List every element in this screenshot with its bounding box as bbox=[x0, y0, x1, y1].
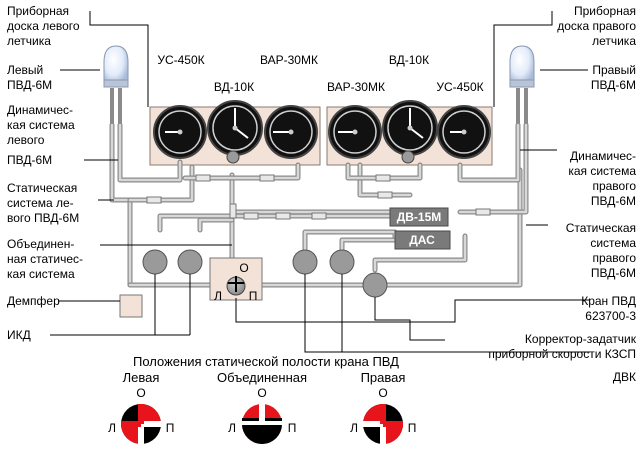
label-right-stat: Статическая система правого ПВД-6М bbox=[566, 221, 637, 280]
svg-text:П: П bbox=[288, 421, 297, 435]
svg-text:Корректор-задатчик: Корректор-задатчик bbox=[525, 332, 637, 346]
label-right-panel: Приборная доска правого летчика bbox=[557, 4, 636, 48]
svg-text:Правая: Правая bbox=[361, 370, 406, 385]
svg-text:Динамичес-: Динамичес- bbox=[7, 103, 73, 117]
svg-text:Объединенная: Объединенная bbox=[217, 370, 307, 385]
legend-position-right: Правая О Л П bbox=[350, 370, 416, 444]
pipe-fittings bbox=[146, 174, 491, 220]
valve-label-p: П bbox=[249, 289, 258, 303]
legend-title: Положения статической полости крана ПВД bbox=[133, 354, 399, 369]
label-left-stat: Статическая система ле- вого ПВД-6М bbox=[7, 181, 79, 225]
svg-text:Статическая: Статическая bbox=[566, 221, 636, 235]
svg-text:Правый: Правый bbox=[592, 63, 636, 77]
das-label: ДАС bbox=[409, 233, 435, 247]
gauge-us450k-left bbox=[153, 105, 207, 159]
svg-text:Л: Л bbox=[108, 421, 116, 435]
svg-text:кая система: кая система bbox=[7, 118, 75, 132]
svg-text:Кран ПВД: Кран ПВД bbox=[581, 294, 636, 308]
legend-position-combined: Объединенная О Л П bbox=[217, 370, 307, 444]
svg-text:ПВД-6М: ПВД-6М bbox=[7, 153, 52, 167]
kran-pvd-valve: О Л П bbox=[209, 257, 263, 303]
svg-text:кая система: кая система bbox=[568, 164, 636, 178]
label-left-pvd: Левый ПВД-6М bbox=[7, 63, 52, 92]
gauge-var30mk-left bbox=[264, 105, 318, 159]
valve-left-icon bbox=[121, 404, 161, 444]
svg-text:левого: левого bbox=[7, 133, 45, 147]
svg-text:ПВД-6М: ПВД-6М bbox=[591, 194, 636, 208]
gauge-var30mk-right bbox=[328, 105, 382, 159]
gauge-vd10k-right bbox=[382, 100, 438, 164]
svg-text:ПВД-6М: ПВД-6М bbox=[591, 78, 636, 92]
gauge-vd10k-left bbox=[207, 100, 263, 164]
svg-text:правого: правого bbox=[592, 179, 636, 193]
label-left-panel: Приборная доска левого летчика bbox=[7, 4, 80, 48]
label-var30mk-right: ВАР-30МК bbox=[327, 80, 385, 94]
valve-right-icon bbox=[363, 404, 403, 444]
svg-text:Приборная: Приборная bbox=[7, 4, 69, 18]
label-ikd: ИКД bbox=[7, 328, 31, 342]
das-unit: ДАС bbox=[394, 230, 451, 250]
label-var30mk-left: ВАР-30МК bbox=[260, 53, 318, 67]
svg-text:система: система bbox=[590, 236, 636, 250]
svg-text:Левый: Левый bbox=[7, 63, 43, 77]
svg-text:П: П bbox=[166, 421, 175, 435]
label-korrektor: Корректор-задатчик приборной скорости КЗ… bbox=[488, 332, 636, 361]
svg-text:доска левого: доска левого bbox=[7, 19, 80, 33]
label-us450k-right: УС-450К bbox=[436, 80, 483, 94]
svg-text:О: О bbox=[257, 386, 266, 400]
svg-text:правого: правого bbox=[592, 251, 636, 265]
label-combined: Объединен- ная статичес- кая система bbox=[7, 237, 83, 281]
svg-text:Статическая: Статическая bbox=[7, 181, 77, 195]
label-right-pvd: Правый ПВД-6М bbox=[591, 63, 636, 92]
label-kran: Кран ПВД 623700-3 bbox=[581, 294, 636, 323]
svg-text:вого ПВД-6М: вого ПВД-6М bbox=[7, 211, 79, 225]
legend-position-left: Левая О Л П bbox=[108, 370, 174, 444]
svg-text:ПВД-6М: ПВД-6М bbox=[591, 266, 636, 280]
label-vd10k-right: ВД-10К bbox=[389, 53, 429, 67]
valve-label-o: О bbox=[239, 261, 248, 275]
left-pvd-probe bbox=[103, 45, 129, 125]
dv15m-label: ДВ-15М bbox=[397, 210, 442, 224]
svg-text:Л: Л bbox=[228, 421, 236, 435]
svg-text:О: О bbox=[136, 386, 145, 400]
svg-text:кая система: кая система bbox=[7, 267, 75, 281]
svg-text:О: О bbox=[378, 386, 387, 400]
svg-text:Объединен-: Объединен- bbox=[7, 237, 74, 251]
kzsp-corrector bbox=[362, 272, 388, 298]
valve-label-l: Л bbox=[214, 289, 222, 303]
svg-text:летчика: летчика bbox=[7, 34, 51, 48]
dv15m-unit: ДВ-15М bbox=[389, 207, 449, 227]
svg-text:приборной скорости КЗСП: приборной скорости КЗСП bbox=[488, 347, 636, 361]
svg-text:летчика: летчика bbox=[592, 34, 636, 48]
valve-combined-icon bbox=[242, 404, 282, 444]
right-pvd-probe bbox=[509, 45, 535, 125]
svg-text:система ле-: система ле- bbox=[7, 196, 74, 210]
label-left-dyn: Динамичес- кая система левого ПВД-6М bbox=[7, 103, 75, 167]
svg-text:ПВД-6М: ПВД-6М bbox=[7, 78, 52, 92]
label-right-dyn: Динамичес- кая система правого ПВД-6М bbox=[568, 149, 636, 208]
leader-lines bbox=[50, 11, 590, 353]
svg-text:ная статичес-: ная статичес- bbox=[7, 252, 83, 266]
ikd-sensors bbox=[142, 249, 203, 275]
svg-text:Динамичес-: Динамичес- bbox=[570, 149, 636, 163]
dvk-sensors bbox=[292, 249, 355, 275]
gauge-us450k-right bbox=[437, 105, 491, 159]
svg-text:доска правого: доска правого bbox=[557, 19, 636, 33]
label-damper: Демпфер bbox=[7, 294, 60, 308]
svg-text:Л: Л bbox=[350, 421, 358, 435]
label-us450k-left: УС-450К bbox=[157, 53, 204, 67]
label-dvk: ДВК bbox=[613, 370, 636, 384]
svg-text:623700-3: 623700-3 bbox=[585, 309, 636, 323]
svg-text:П: П bbox=[408, 421, 417, 435]
svg-text:Приборная: Приборная bbox=[574, 4, 636, 18]
svg-text:Левая: Левая bbox=[123, 370, 160, 385]
label-vd10k-left: ВД-10К bbox=[214, 80, 254, 94]
damper-box bbox=[119, 294, 143, 318]
